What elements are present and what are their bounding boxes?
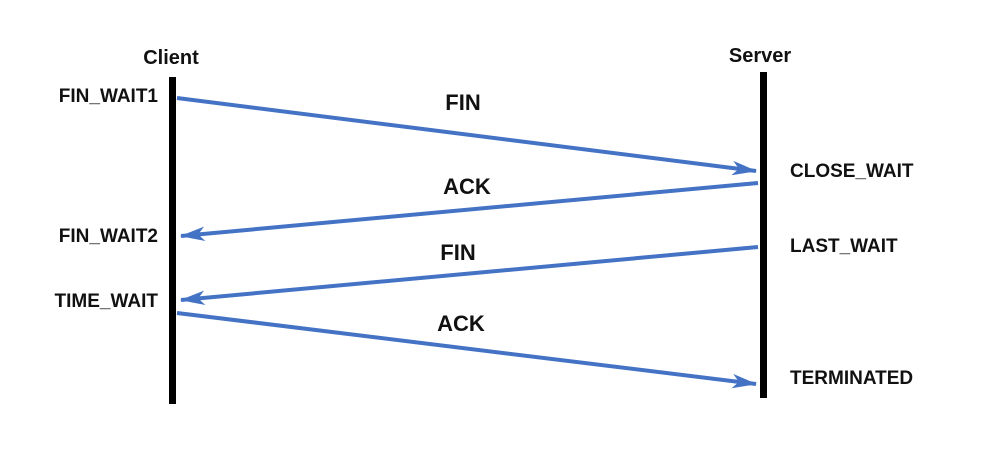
client-state-fin-wait2: FIN_WAIT2 — [58, 226, 158, 247]
client-actor-label: Client — [143, 47, 199, 69]
message-label-fin-1: FIN — [445, 90, 481, 115]
server-state-terminated: TERMINATED — [790, 368, 914, 389]
server-actor-label: Server — [728, 45, 792, 67]
client-state-time-wait: TIME_WAIT — [54, 291, 158, 312]
message-label-ack-2: ACK — [437, 311, 485, 336]
server-state-last-wait: LAST_WAIT — [790, 236, 898, 257]
server-lifeline — [760, 72, 767, 398]
message-label-ack-1: ACK — [443, 174, 491, 199]
server-state-close-wait: CLOSE_WAIT — [790, 161, 914, 182]
client-state-fin-wait1: FIN_WAIT1 — [58, 86, 158, 107]
client-lifeline — [169, 77, 176, 404]
message-label-fin-2: FIN — [440, 240, 476, 265]
